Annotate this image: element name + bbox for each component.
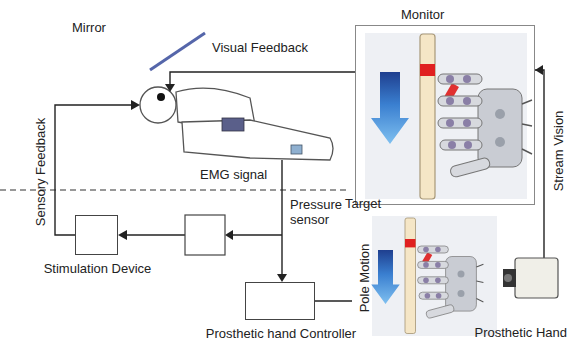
monitor-box: Monitor (355, 25, 535, 205)
node-title: Prosthetic Hand (475, 325, 568, 340)
signal-label: Sensory Feedback (33, 118, 48, 226)
edge-label: Stream Vision (551, 111, 566, 192)
signal-label: Visual Feedback (212, 40, 308, 55)
feedback-wires (55, 72, 355, 282)
signal-label: EMG signal (200, 167, 267, 182)
connector-line (315, 300, 352, 301)
processing-box (185, 215, 225, 255)
monitor-image (365, 33, 532, 199)
part-label: Mirror (72, 20, 106, 35)
patient-figure (140, 87, 333, 160)
boundary-line (0, 189, 350, 190)
motion-label: Pole Motion (357, 244, 372, 313)
stimulation-device-box: Stimulation Device (75, 215, 118, 255)
camera (503, 212, 558, 298)
sensor-label: Pressure sensor (290, 197, 352, 227)
node-title: Monitor (401, 7, 444, 22)
node-title: Prosthetic hand Controller (206, 326, 356, 341)
connector (315, 301, 352, 302)
connector-line (535, 70, 544, 212)
part-label: Target (345, 196, 381, 211)
controller-box: Prosthetic hand Controller (245, 282, 315, 320)
connector (535, 65, 544, 212)
prosthetic-hand-panel: Prosthetic Hand (352, 212, 570, 343)
mirror (150, 33, 205, 70)
prosthetic-hand-image (371, 216, 497, 336)
node-title: Stimulation Device (44, 261, 152, 276)
arrowhead (535, 65, 543, 75)
